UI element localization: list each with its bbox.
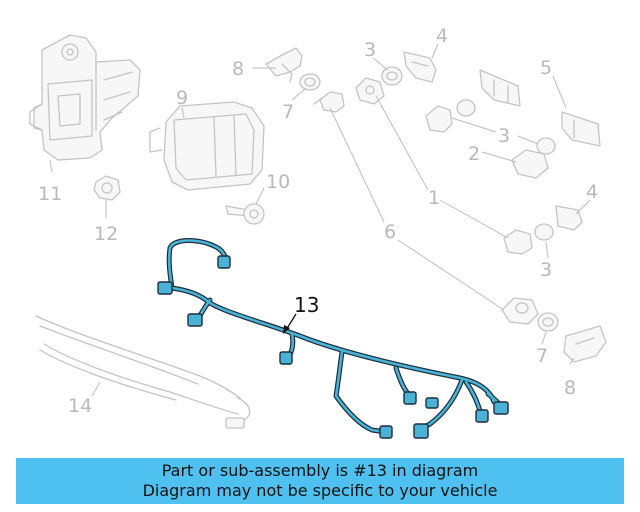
part-6-top-sensor — [313, 91, 345, 113]
harness-connector — [425, 397, 439, 409]
callout-12: 12 — [94, 223, 118, 245]
callout-7-top: 7 — [282, 101, 294, 123]
callout-13-arrowhead — [283, 325, 290, 334]
banner-line-1: Part or sub-assembly is #13 in diagram — [161, 461, 479, 480]
banner-line-2: Diagram may not be specific to your vehi… — [142, 481, 498, 500]
harness-connector — [279, 351, 293, 365]
part-1-top-sensor — [355, 77, 385, 105]
part-5-bracket — [479, 69, 521, 107]
harness-connector — [157, 281, 173, 295]
part-3-top-ring — [381, 66, 403, 86]
part-8-lower-bracket — [563, 325, 607, 363]
harness-connector — [187, 313, 203, 327]
callout-4-lower: 4 — [586, 181, 598, 203]
part-1-lower-sensor — [503, 205, 583, 255]
callout-9: 9 — [176, 87, 188, 109]
harness-connector — [413, 423, 429, 439]
callout-2: 2 — [468, 143, 480, 165]
callout-8-top: 8 — [232, 58, 244, 80]
callout-14: 14 — [68, 395, 92, 417]
callout-1: 1 — [428, 187, 440, 209]
callout-10: 10 — [266, 171, 290, 193]
part-7-lower-ring — [537, 312, 559, 332]
callout-6: 6 — [384, 221, 396, 243]
callout-13: 13 — [294, 293, 319, 317]
part-12-nut — [93, 175, 121, 201]
callout-8-lower: 8 — [564, 377, 576, 399]
callout-7-lower: 7 — [536, 345, 548, 367]
harness-connector — [403, 391, 417, 405]
part-14-bumper-strip — [35, 315, 251, 429]
part-5-bracket-b — [561, 111, 601, 147]
part-2-sensor — [425, 99, 556, 179]
part-11-bracket — [29, 34, 141, 161]
callout-3-lower: 3 — [540, 259, 552, 281]
callout-4-top: 4 — [436, 25, 448, 47]
callout-11: 11 — [38, 183, 62, 205]
callout-labels: 8 7 9 3 4 5 3 2 4 1 6 3 7 8 10 11 12 14 … — [38, 25, 598, 417]
part-10-bolt — [225, 203, 265, 225]
harness-connector — [475, 409, 489, 423]
part-info-banner: Part or sub-assembly is #13 in diagram D… — [16, 458, 624, 504]
part-6-lower-sensor — [501, 297, 539, 325]
callout-3-middle: 3 — [498, 125, 510, 147]
harness-connector — [217, 255, 231, 269]
part-4-top-bracket — [403, 51, 437, 83]
leader-lines — [49, 43, 591, 397]
harness-connector — [379, 425, 393, 439]
part-7-top-ring — [299, 73, 321, 91]
callout-3-top: 3 — [364, 39, 376, 61]
harness-connector — [493, 401, 509, 415]
callout-5: 5 — [540, 57, 552, 79]
part-9-module — [149, 101, 265, 191]
part-8-top-bracket — [265, 47, 303, 83]
part-13-wiring-harness — [157, 238, 509, 439]
